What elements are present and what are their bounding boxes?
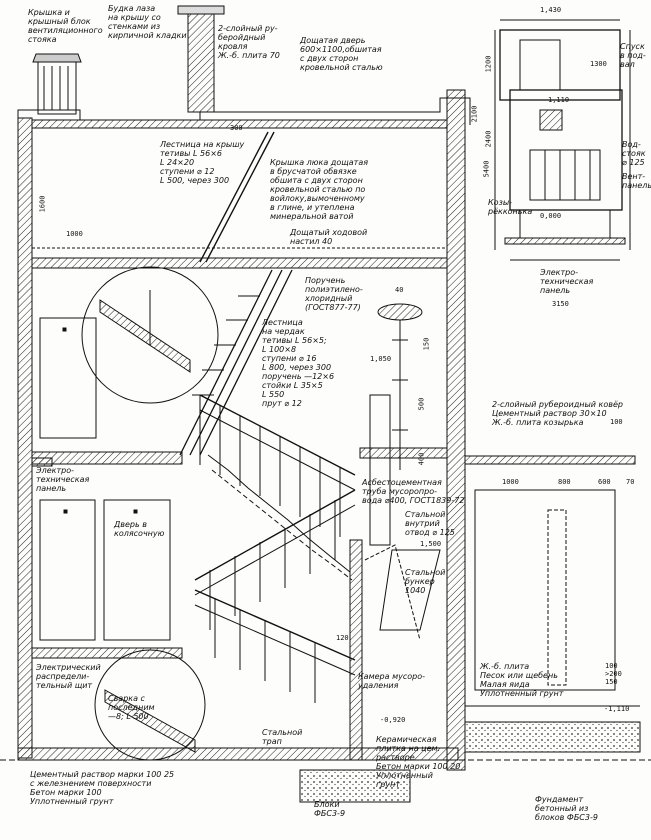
dim-level-zero: 0,000 [540, 212, 562, 220]
vent-cap [32, 53, 82, 63]
label-chute-room-door: Дверь в колясочную [114, 520, 165, 538]
label-attic-ladder: Лестница на чердак тетивы L 56×5; L 100×… [262, 318, 335, 408]
right-wall [446, 89, 466, 771]
label-plan-elec: Электро- техническая панель [540, 268, 594, 295]
label-plan-right-3: Вент- панель [622, 172, 651, 190]
label-steel-valve: Стальной внутрий отвод ⌀ 125 [405, 510, 455, 537]
steel-bunker [379, 549, 441, 631]
label-plan-right: Спуск в под- вал [620, 42, 646, 69]
floor-plan-inset [494, 19, 631, 261]
roof-hatch-box [187, 11, 215, 113]
label-roof-vent-cap: Крышка и крышный блок вентиляционного ст… [28, 8, 103, 44]
roof-slab [31, 119, 448, 129]
dim-40: 40 [395, 286, 404, 294]
lower-door-left [39, 499, 96, 641]
vestibule-foundation [464, 721, 641, 753]
dim-1430: 1,430 [540, 6, 562, 14]
label-asbestos-pipe: Асбестоцементная труба мусоропро- вода ⌀… [362, 478, 465, 505]
attic-floor-slab [31, 257, 448, 269]
landing-slab-upper [31, 451, 183, 465]
vestibule-door-area [474, 489, 616, 691]
chute-room-door [103, 499, 171, 641]
dim-1110: 1,110 [548, 96, 570, 104]
label-handrail: Поручень полиэтилено- хлоридный (ГОСТ877… [305, 276, 363, 312]
label-floor-layers: Цементный раствор марки 100 25 с железне… [30, 770, 175, 806]
landing-slab-lower [31, 647, 183, 659]
label-wooden-door: Дощатая дверь 600×1100,обшитая с двух ст… [300, 36, 383, 72]
dim-1200: 1200 [484, 55, 493, 73]
label-vestibule-slab: Ж.-б. плита Песок или щебень Малая яида … [480, 662, 564, 698]
attic-ladder [179, 269, 273, 456]
detail-circle-upper [81, 266, 219, 404]
dim-300: 300 [230, 124, 243, 132]
dim-400: 400 [417, 452, 426, 466]
label-plan-canopy: Козы- рёкконька [488, 198, 533, 216]
label-vent-box: Будка лаза на крышу со стенками из кирпи… [108, 4, 187, 40]
dim-1300: 1300 [590, 60, 607, 68]
dim-3150: 3150 [552, 300, 569, 308]
label-steel-ladder: Стальной трап [262, 728, 303, 746]
dim-vestibule-1000: 1000 [502, 478, 519, 486]
dim-5400: 5400 [482, 160, 491, 178]
vestibule-roof-number: 100 [610, 418, 623, 426]
label-hatch-cover: Крышка люка дощатая в брусчатой обвязке … [270, 158, 369, 221]
dim-1050: 1,050 [370, 355, 392, 363]
refuse-chute-pipe [369, 394, 391, 546]
dim-150: 150 [422, 337, 431, 351]
label-elec-panel: Электро- техническая панель [36, 466, 90, 493]
label-elec-cabinet: Электрический распредели- тельный щит [36, 663, 101, 690]
label-weld-note: Сварка с последним —8; L 500 [108, 694, 155, 721]
dim-1600: 1600 [38, 195, 47, 213]
dim-500: 500 [417, 397, 426, 411]
left-wall [17, 117, 33, 759]
dim-120: 120 [336, 634, 349, 642]
dim-level-fix: -0,920 [380, 716, 406, 724]
dim-vestibule-70: 70 [626, 478, 635, 486]
label-ceramic-tile: Керамическая плитка на цем. растворе Бет… [376, 735, 461, 789]
dim-2100: 2100 [470, 105, 479, 123]
label-steel-bunker: Стальной бункер 1040 [405, 568, 446, 595]
dim-1500: 1,500 [420, 540, 442, 548]
label-roof-layers: 2-слойный ру- беройдный кровля Ж.-б. пли… [218, 24, 280, 60]
label-plan-right-2: Вод- стояк ⌀ 125 [622, 140, 646, 167]
dim-2400: 2400 [484, 130, 493, 148]
canopy-slab [464, 455, 636, 465]
label-blocks: Блоки ФБС3-9 [314, 800, 346, 818]
dim-vestibule-600: 600 [598, 478, 611, 486]
label-vestibule-roof: 2-слойный рубероидный ковёр Цементный ра… [492, 400, 623, 427]
vestibule-slab-numbers: 100 >200 150 [605, 662, 622, 686]
upper-door [39, 317, 97, 439]
dim-1000: 1000 [66, 230, 83, 238]
roof-ladder [199, 131, 269, 263]
dim-level-neg: -1,110 [604, 705, 630, 713]
label-roof-ladder: Лестница на крышу тетивы L 56×6 L 24×20 … [160, 140, 245, 185]
roof-line [17, 97, 471, 125]
main-stair [194, 394, 356, 703]
label-attic-floor: Дощатый ходовой настил 40 [290, 228, 368, 246]
foundation-blocks [299, 769, 411, 803]
label-waste-chamber: Камера мусоро- удаления [358, 672, 425, 690]
label-foundation: Фундамент бетонный из блоков ФБС3-9 [535, 795, 598, 822]
dim-vestibule-800: 800 [558, 478, 571, 486]
